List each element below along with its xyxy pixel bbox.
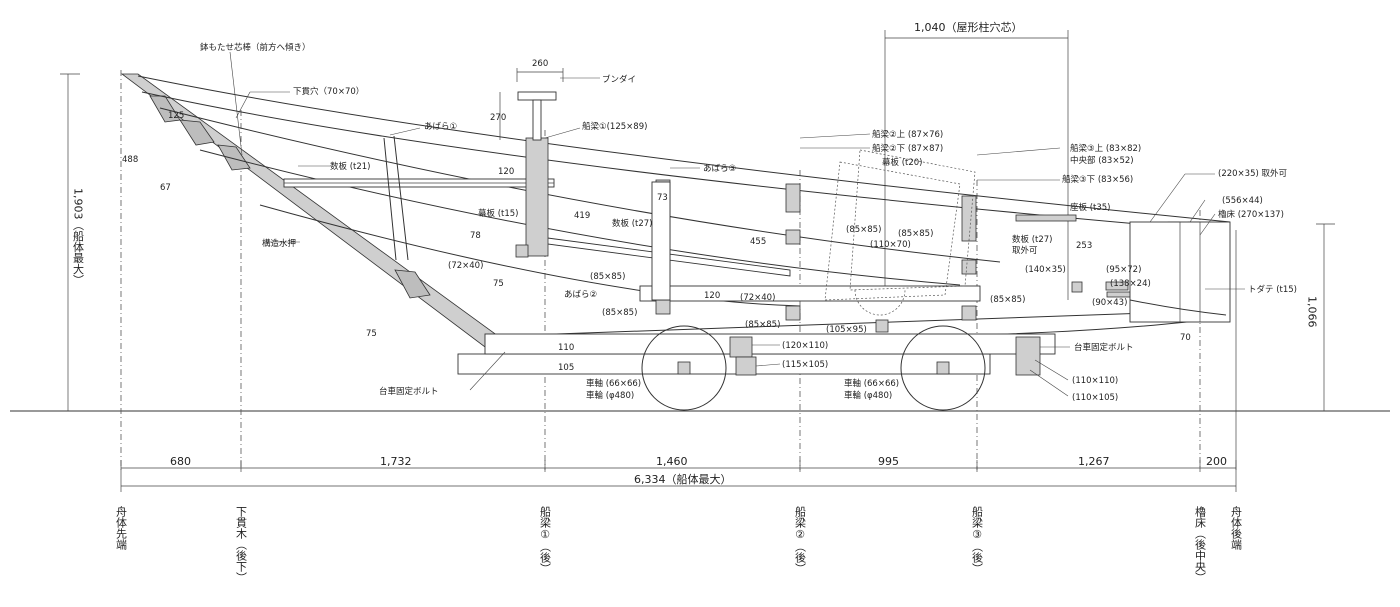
dim-seg-1460: 1,460	[656, 455, 688, 468]
label-shitanuki-ana: 下貫穴（70×70）	[293, 86, 364, 97]
dim-455: 455	[750, 237, 766, 247]
dim-75-b: 75	[366, 329, 377, 339]
station-rodoko: 櫓床（後中央）	[1194, 505, 1207, 583]
dim-bundai-h: 270	[490, 113, 506, 123]
label-90x43: (90×43)	[1092, 298, 1127, 308]
label-95x72: (95×72)	[1106, 265, 1141, 275]
dim-125: 125	[168, 111, 184, 121]
dim-120: 120	[498, 167, 514, 177]
label-105x95: (105×95)	[826, 325, 867, 335]
label-kazuita-t27b: 数板 (t27)	[1012, 234, 1052, 245]
station-funabari1: 船梁①（後）	[539, 505, 552, 574]
label-sharin-1: 車輪 (φ480)	[586, 390, 634, 401]
label-kugi: 鉢もたせ芯棒（前方へ傾き）	[200, 42, 311, 53]
dim-488: 488	[122, 155, 138, 165]
label-rodoko-size: 櫓床 (270×137)	[1218, 209, 1284, 220]
dim-70: 70	[1180, 333, 1191, 343]
label-85x85-d: (85×85)	[846, 225, 881, 235]
label-abara2: あばら②	[564, 290, 597, 300]
wheel-front	[641, 325, 727, 411]
dim-67: 67	[160, 183, 171, 193]
label-daisha-bolt-1: 台車固定ボルト	[379, 386, 439, 397]
label-220x35: (220×35) 取外可	[1218, 168, 1287, 179]
label-85x85-c: (85×85)	[745, 320, 780, 330]
label-fb3-top: 船梁③上 (83×82)	[1070, 143, 1141, 154]
label-abara3: あばら③	[703, 164, 736, 174]
label-fb3-bot: 船梁③下 (83×56)	[1062, 174, 1133, 185]
label-110x70: (110×70)	[870, 240, 911, 250]
label-daisha-bolt-2: 台車固定ボルト	[1074, 342, 1134, 353]
dim-110: 110	[558, 343, 574, 353]
label-bundai: ブンダイ	[602, 74, 636, 85]
label-110x110: (110×110)	[1072, 376, 1118, 386]
dim-seg-1732: 1,732	[380, 455, 412, 468]
dim-105: 105	[558, 363, 574, 373]
label-140x35: (140×35)	[1025, 265, 1066, 275]
label-115x105: (115×105)	[782, 360, 828, 370]
dim-419: 419	[574, 211, 590, 221]
label-120x110: (120×110)	[782, 341, 828, 351]
label-makuita-t20: 幕板 (t20)	[882, 157, 922, 168]
dim-top-1040: 1,040（屋形柱穴芯）	[914, 20, 1023, 34]
dim-253: 253	[1076, 241, 1092, 251]
label-fb2-top: 船梁②上 (87×76)	[872, 129, 943, 140]
dim-75-a: 75	[493, 279, 504, 289]
label-fb3-mid: 中央部 (83×52)	[1070, 155, 1134, 166]
label-85x85-f: (85×85)	[990, 295, 1025, 305]
label-72x40: (72×40)	[448, 261, 483, 271]
trolley-beam	[457, 353, 991, 375]
label-556x44: (556×44)	[1222, 196, 1263, 206]
label-sharin-2: 車輪 (φ480)	[844, 390, 892, 401]
station-funabari3: 船梁③（後）	[971, 505, 984, 574]
station-bow-end: 舟体先端	[115, 505, 128, 551]
label-110x105: (110×105)	[1072, 393, 1118, 403]
dim-height-max: 1,903（船体最大）	[72, 188, 85, 286]
label-abara1: あばら①	[424, 122, 457, 132]
label-kazuita-t21: 数板 (t21)	[330, 161, 370, 172]
station-stern-end: 舟体後端	[1230, 505, 1243, 551]
dim-height-right: 1,066	[1306, 296, 1319, 328]
station-shitanuki: 下貫木（後下）	[235, 506, 248, 583]
label-fb2-bot: 船梁②下 (87×87)	[872, 143, 943, 154]
label-shajiku-2: 車軸 (66×66)	[844, 378, 899, 389]
label-torihazushi: 取外可	[1012, 245, 1038, 256]
label-zaita: 座板 (t35)	[1070, 202, 1110, 213]
bundai	[517, 91, 557, 101]
label-makuita-t15: 幕板 (t15)	[478, 208, 518, 219]
dim-bundai-w: 260	[532, 59, 548, 69]
label-85x85-e: (85×85)	[898, 229, 933, 239]
station-funabari2: 船梁②（後）	[794, 505, 807, 574]
label-85x85-b: (85×85)	[602, 308, 637, 318]
dim-seg-200: 200	[1206, 455, 1227, 468]
wheel-rear	[900, 325, 986, 411]
label-kouzou-mizuoshi: 構造水押	[262, 238, 296, 249]
label-72x40-b: (72×40)	[740, 293, 775, 303]
label-85x85-a: (85×85)	[590, 272, 625, 282]
label-kazuita-t27: 数板 (t27)	[612, 218, 652, 229]
label-shajiku-1: 車軸 (66×66)	[586, 378, 641, 389]
dim-78: 78	[470, 231, 481, 241]
label-funabari1-size: 船梁①(125×89)	[582, 121, 647, 132]
dim-73: 73	[657, 193, 668, 203]
gunwale	[137, 75, 1231, 223]
dim-total-length: 6,334（船体最大）	[634, 472, 732, 486]
dim-seg-995: 995	[878, 455, 899, 468]
label-todate: トダテ (t15)	[1248, 284, 1297, 295]
label-138x24: (138×24)	[1110, 279, 1151, 289]
dim-seg-1267: 1,267	[1078, 455, 1110, 468]
dim-seg-680: 680	[170, 455, 191, 468]
dim-120-b: 120	[704, 291, 720, 301]
